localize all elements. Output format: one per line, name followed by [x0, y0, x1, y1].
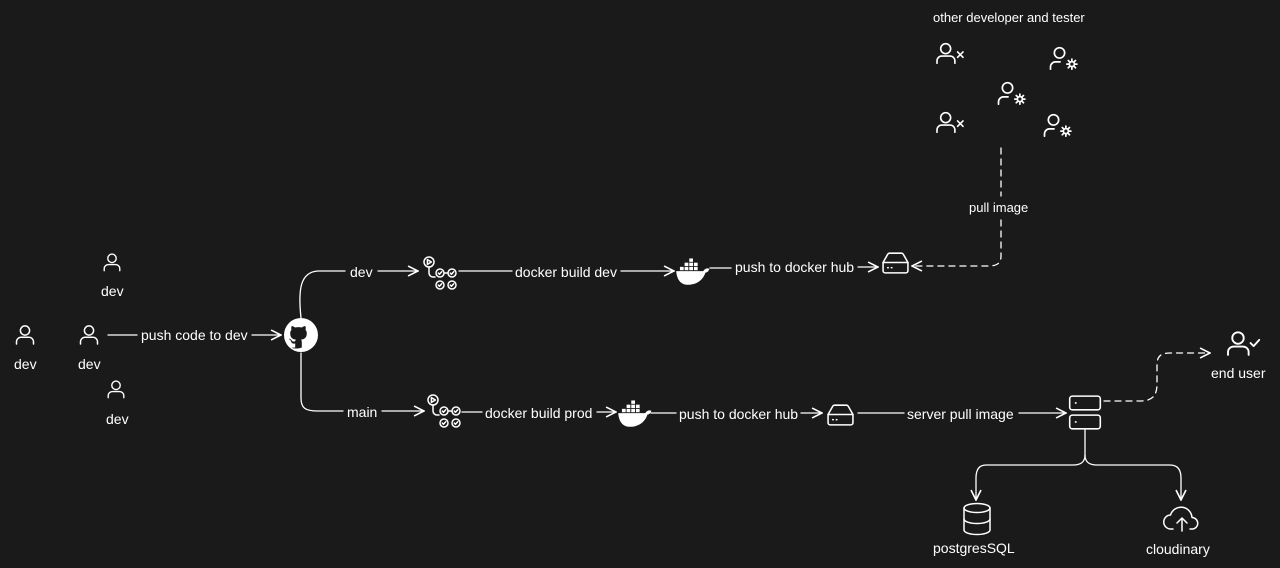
user-cog-icon [997, 81, 1026, 106]
docker-icon [618, 400, 652, 427]
developer-label: dev [14, 356, 37, 372]
push-to-hub-prod-label: push to docker hub [679, 406, 799, 422]
database-icon [963, 502, 991, 536]
end-user-label: end user [1211, 365, 1266, 381]
user-icon [103, 253, 121, 272]
server-pull-label: server pull image [907, 406, 1014, 422]
user-check-icon [1226, 331, 1261, 356]
user-icon [107, 380, 125, 399]
server-icon [1068, 395, 1102, 430]
user-icon [15, 325, 35, 345]
branch-dev-label: dev [350, 264, 373, 280]
workflow-icon [423, 256, 457, 290]
connectors [107, 147, 1210, 500]
branch-main-line [300, 352, 344, 412]
user-cog-icon [1043, 113, 1072, 138]
tester-group-label: other developer and tester [933, 10, 1085, 25]
cloudinary-label: cloudinary [1146, 541, 1210, 557]
branch-dev-line [299, 270, 346, 319]
developer-label: dev [106, 411, 129, 427]
user-x-icon [936, 42, 964, 65]
developer-label: dev [78, 356, 101, 372]
push-code-label: push code to dev [141, 327, 248, 343]
dashed-pull-image-2 [912, 219, 1002, 266]
github-icon [284, 318, 318, 352]
cloud-upload-icon [1162, 506, 1199, 532]
docker-build-dev-label: docker build dev [515, 264, 617, 280]
user-x-icon [936, 111, 964, 134]
hard-drive-icon [827, 404, 854, 426]
postgres-label: postgresSQL [933, 540, 1015, 556]
icons [15, 42, 1261, 536]
docker-icons [618, 258, 710, 427]
docker-icon [676, 258, 710, 285]
developer-label: dev [101, 283, 124, 299]
push-to-hub-dev-label: push to docker hub [735, 259, 855, 275]
split-to-cloud [1084, 454, 1181, 500]
hard-drive-icon [882, 252, 909, 274]
docker-build-prod-label: docker build prod [485, 405, 593, 421]
dashed-to-end-user [1103, 353, 1210, 402]
branch-main-label: main [347, 404, 378, 420]
user-cog-icon [1049, 46, 1078, 71]
pull-image-label: pull image [969, 200, 1029, 215]
user-icon [79, 325, 99, 345]
workflow-icon [427, 394, 461, 428]
split-to-storage [976, 429, 1086, 500]
